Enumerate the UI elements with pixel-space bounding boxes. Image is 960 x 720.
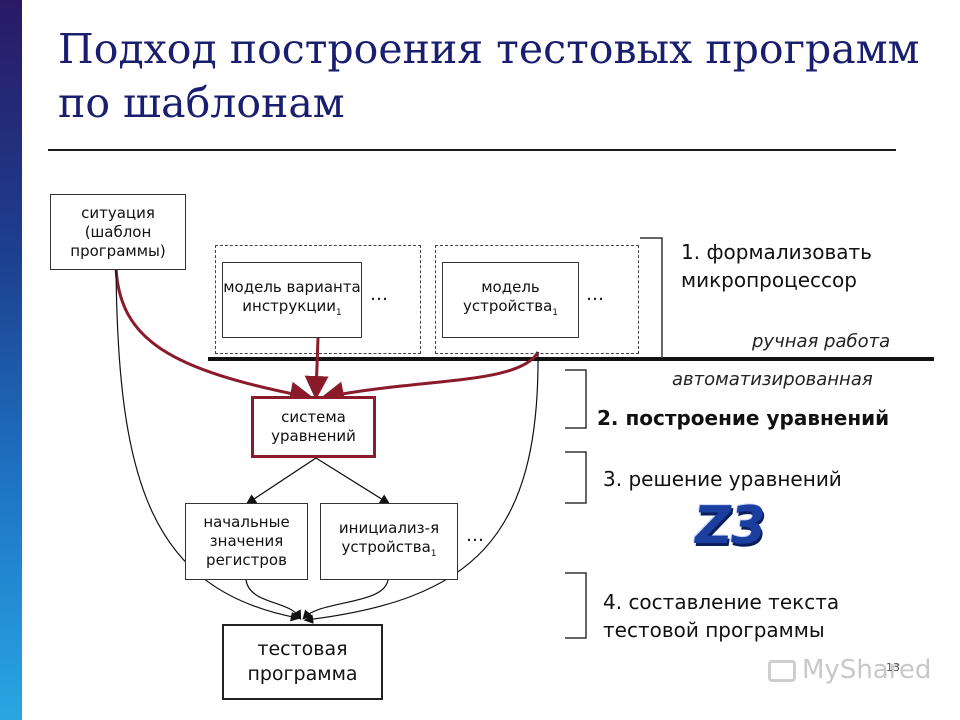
manual-work-label: ручная работа — [752, 331, 891, 352]
test-program-box: тестовая программа — [222, 624, 383, 700]
arrow-equations-to-initial — [245, 457, 317, 505]
bracket-step-3 — [565, 451, 587, 504]
bracket-step-1 — [640, 237, 663, 358]
initial-values-label: начальные значения регистров — [203, 513, 290, 569]
curve-device-to-program — [303, 351, 539, 624]
bracket-step-4 — [565, 572, 587, 639]
watermark: MyShared — [768, 655, 931, 685]
instr-model-label: модель варианта инструкции1 — [223, 277, 361, 318]
device-model-group — [435, 245, 639, 354]
automated-label: автоматизированная — [672, 369, 873, 390]
instr-model-group — [215, 245, 421, 354]
sidebar-gradient — [0, 0, 22, 720]
initial-values-box: начальные значения регистров — [185, 503, 308, 580]
device-init-ellipsis: … — [466, 525, 484, 546]
device-init-box: инициализ-я устройства1 — [320, 503, 458, 580]
bracket-step-2 — [565, 369, 587, 429]
curve-initial-to-program — [245, 579, 302, 621]
test-program-label: тестовая программа — [247, 638, 358, 685]
z3-logo: Z3 — [689, 496, 769, 556]
curve-situation-to-program — [115, 267, 301, 622]
watermark-icon — [768, 659, 796, 682]
slide-title: Подход построения тестовых программ по ш… — [58, 25, 920, 127]
situation-label: ситуация (шаблон программы) — [70, 203, 166, 260]
situation-box: ситуация (шаблон программы) — [50, 194, 186, 270]
instr-model-box: модель варианта инструкции1 — [222, 262, 362, 338]
arrow-situation-to-equations — [114, 267, 314, 406]
step-1: 1. формализовать микропроцессор — [681, 240, 872, 292]
page-number: 13 — [886, 661, 900, 674]
device-ellipsis: … — [586, 284, 604, 305]
arrow-instr-to-equations — [304, 337, 329, 400]
arrow-equations-to-deviceinit — [315, 457, 391, 505]
step-2: 2. построение уравнений — [597, 406, 890, 430]
title-divider — [48, 149, 896, 151]
equation-system-label: система уравнений — [271, 408, 356, 445]
device-init-label: инициализ-я устройства1 — [338, 519, 440, 559]
equation-system-box: система уравнений — [251, 396, 376, 458]
curve-deviceinit-to-program — [302, 579, 389, 620]
device-model-label: модель устройства1 — [462, 277, 559, 318]
step-3: 3. решение уравнений — [603, 467, 842, 491]
device-model-box: модель устройства1 — [442, 262, 579, 338]
arrow-device-to-equations — [320, 351, 540, 406]
step-4: 4. составление текста тестовой программы — [603, 590, 840, 642]
instr-ellipsis: … — [370, 284, 388, 305]
